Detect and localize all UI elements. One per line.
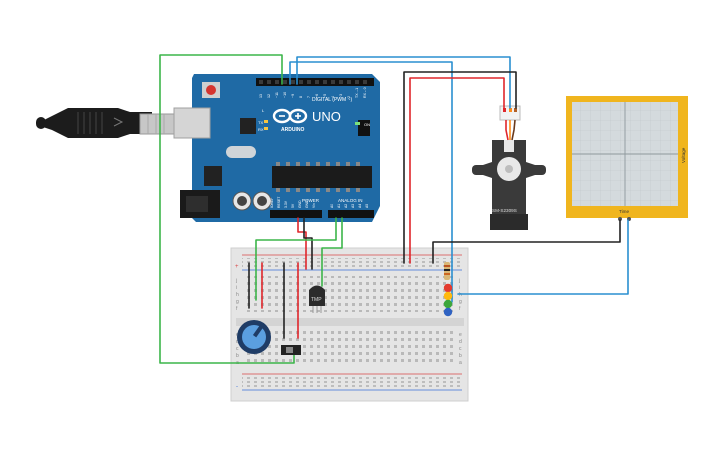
wire-red-servo-power[interactable] (409, 77, 505, 264)
power-header[interactable] (270, 210, 322, 218)
row-letter: j (458, 278, 460, 284)
row-letter: b (459, 353, 462, 359)
oscilloscope[interactable]: Time Voltage (566, 96, 688, 221)
header-pin-label: 13 (259, 94, 263, 98)
arduino-uno-board[interactable]: ARDUINO UNO DIGITAL (PWM ~) POWER ANALOG… (173, 74, 380, 222)
header-pin-labels: 13 12 ~11 ~10 ~9 8 7 ~6 ~5 4 ~3 2 TX→1 R… (259, 87, 367, 98)
row-letter: f (236, 306, 238, 312)
wire-green-pin12[interactable] (159, 54, 295, 364)
svg-text:ARDUINO: ARDUINO (281, 127, 304, 133)
wire-blue-scope[interactable] (457, 219, 629, 295)
usb-cable[interactable] (36, 108, 177, 138)
servo-motor[interactable]: SM-S2309S (472, 105, 546, 230)
analog-pin-label: A2 (344, 204, 348, 208)
row-letter: i (459, 285, 460, 291)
wire-green-a1[interactable] (321, 217, 343, 287)
analog-pin-label: A1 (337, 204, 341, 208)
row-letter: g (236, 299, 239, 305)
wire-green-a0[interactable] (255, 217, 337, 301)
header-pin-label: TX→1 (355, 88, 359, 98)
servo-model-label: SM-S2309S (492, 208, 517, 213)
row-letter: e (459, 332, 462, 338)
time-axis-label: Time (619, 209, 629, 214)
resistor-array[interactable] (444, 262, 450, 280)
led-on-label: ON (364, 122, 370, 127)
analog-header[interactable] (328, 210, 374, 218)
led-green[interactable] (443, 299, 453, 309)
header-pin-label: 4 (331, 96, 335, 98)
power-label: POWER (302, 198, 320, 203)
row-letter: i (236, 285, 237, 291)
header-pin-label: ~10 (283, 92, 287, 98)
header-pin-label: 12 (267, 94, 271, 98)
digital-label: DIGITAL (PWM ~) (312, 97, 352, 103)
power-pin-label: Vin (312, 203, 316, 208)
led-l-label: L (262, 108, 265, 113)
header-pin-label: RX←0 (363, 87, 367, 98)
temperature-sensor[interactable]: TMP (309, 285, 325, 314)
board-name: UNO (312, 109, 341, 124)
row-letter: c (459, 346, 462, 352)
rail-minus-label: - (236, 384, 238, 390)
potentiometer[interactable] (237, 320, 271, 354)
row-letter: h (236, 292, 239, 298)
analog-pin-label: A0 (330, 204, 334, 208)
header-pin-label: ~3 (339, 94, 343, 98)
power-pin-label: GND (298, 200, 302, 208)
header-pin-label: 2 (347, 96, 351, 98)
analog-pin-label: A5 (365, 204, 369, 208)
bottom-pin-labels: IOREF RESET 3.3V 5V GND GND Vin A0 A1 A2… (270, 197, 369, 208)
row-letter: a (459, 360, 462, 366)
header-pin-label: ~5 (323, 94, 327, 98)
wire-black-servo-gnd[interactable] (403, 71, 517, 264)
header-pin-label: ~9 (291, 94, 295, 98)
analog-pin-label: A3 (351, 204, 355, 208)
analog-pin-label: A4 (358, 204, 362, 208)
wire-black-gnd[interactable] (303, 217, 313, 270)
wire-blue-pin9[interactable] (296, 56, 511, 109)
power-pin-label: 5V (291, 203, 295, 208)
power-pin-label: IOREF (270, 198, 274, 208)
wire-red-5v[interactable] (297, 217, 307, 270)
row-letter: f (459, 306, 461, 312)
row-letter: c (236, 346, 239, 352)
power-pin-label: 3.3V (284, 200, 288, 208)
voltage-axis-label: Voltage (681, 147, 686, 163)
header-pin-label: ~11 (275, 92, 279, 98)
header-pin-label: ~6 (315, 94, 319, 98)
power-pin-label: RESET (277, 197, 281, 208)
usb-socket (173, 107, 211, 139)
row-letter: b (236, 353, 239, 359)
row-letter: h (459, 292, 462, 298)
row-letter: d (236, 339, 239, 345)
wire-blue-pin11[interactable] (289, 61, 453, 303)
power-pin-label: GND (305, 200, 309, 208)
row-letter: d (459, 339, 462, 345)
wire-black-scope[interactable] (432, 219, 621, 264)
led-tx-label: TX (258, 120, 263, 125)
led-rx-label: RX (258, 127, 264, 132)
atmega-chip (272, 166, 372, 188)
led-yellow[interactable] (443, 291, 453, 301)
wires[interactable] (159, 54, 629, 364)
row-letter: g (459, 299, 462, 305)
led-blue[interactable] (443, 307, 453, 317)
header-pin-label: 8 (299, 96, 303, 98)
analog-label: ANALOG IN (338, 198, 363, 203)
header-pin-label: 7 (307, 96, 311, 98)
row-letter: j (235, 278, 237, 284)
slide-switch[interactable] (281, 345, 301, 355)
led-red[interactable] (443, 283, 453, 293)
arduino-logo: ARDUINO (272, 108, 308, 133)
rail-plus-label: + (235, 264, 239, 270)
sensor-label: TMP (311, 297, 322, 303)
